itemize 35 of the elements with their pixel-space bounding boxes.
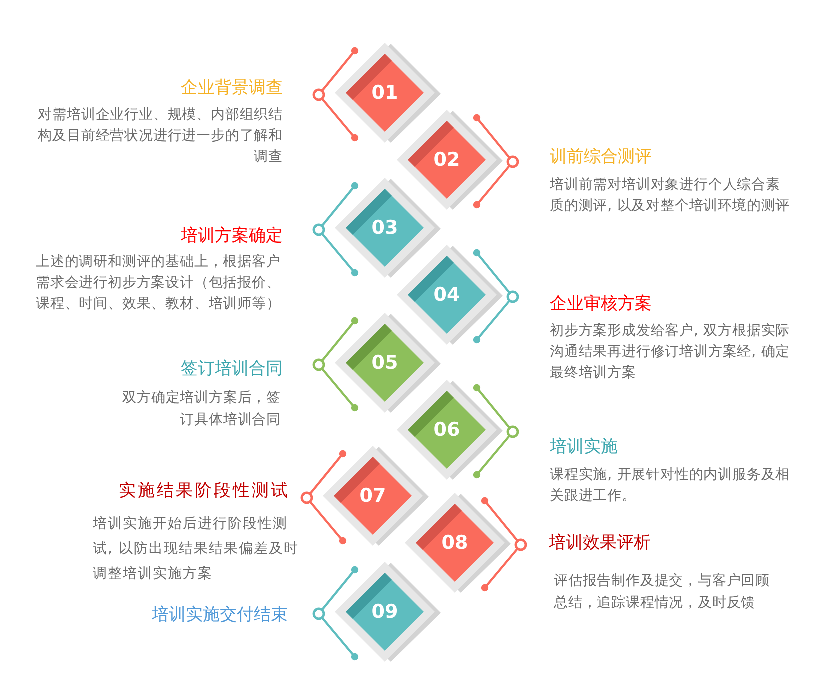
step-title: 培训方案确定 [181, 225, 283, 247]
step-title: 企业审核方案 [550, 293, 652, 315]
step-diamond [323, 446, 429, 546]
step-title: 实施结果阶段性测试 [119, 480, 290, 502]
step-diamond [335, 178, 441, 278]
step-description: 上述的调研和测评的基础上，根据客户需求会进行初步方案设计（包括报价、课程、时间、效果、教材、培训师等） [36, 252, 282, 314]
step-number: 01 [372, 83, 398, 103]
step-description: 初步方案形成发给客户, 双方根据实际沟通结果再进行修订培训方案经, 确定最终培训方案 [550, 322, 792, 382]
step-diamond [335, 562, 441, 662]
step-diamond [397, 110, 503, 210]
step-description: 对需培训企业行业、规模、内部组织结构及目前经营状况进行进一步的了解和调查 [37, 106, 283, 166]
step-title: 企业背景调查 [181, 77, 283, 99]
step-description: 培训前需对培训对象进行个人综合素质的测评, 以及对整个培训环境的测评 [550, 176, 792, 216]
step-description: 培训实施开始后进行阶段性测试, 以防出现结果结果偏差及时调整培训实施方案 [93, 514, 300, 584]
step-number: 02 [434, 150, 460, 170]
step-number: 07 [360, 486, 386, 506]
step-number: 08 [442, 533, 468, 553]
step-diamond [335, 43, 441, 143]
step-number: 04 [434, 285, 460, 305]
step-number: 06 [434, 420, 460, 440]
step-diamond [405, 493, 511, 593]
step-number: 09 [372, 602, 398, 622]
step-number: 05 [372, 353, 398, 373]
step-title: 训前综合测评 [550, 146, 652, 168]
step-diamond [335, 313, 441, 413]
step-title: 签订培训合同 [181, 358, 283, 380]
step-diamond [397, 245, 503, 345]
step-number: 03 [372, 218, 398, 238]
step-description: 评估报告制作及提交，与客户回顾总结，追踪课程情况，及时反馈 [554, 572, 771, 613]
step-description: 课程实施, 开展针对性的内训服务及相关跟进工作。 [550, 466, 792, 506]
step-title: 培训效果评析 [549, 532, 651, 554]
step-description: 双方确定培训方案后，签订具体培训合同 [122, 389, 281, 430]
step-title: 培训实施交付结束 [152, 604, 288, 626]
step-title: 培训实施 [550, 436, 618, 458]
step-diamond [397, 380, 503, 480]
